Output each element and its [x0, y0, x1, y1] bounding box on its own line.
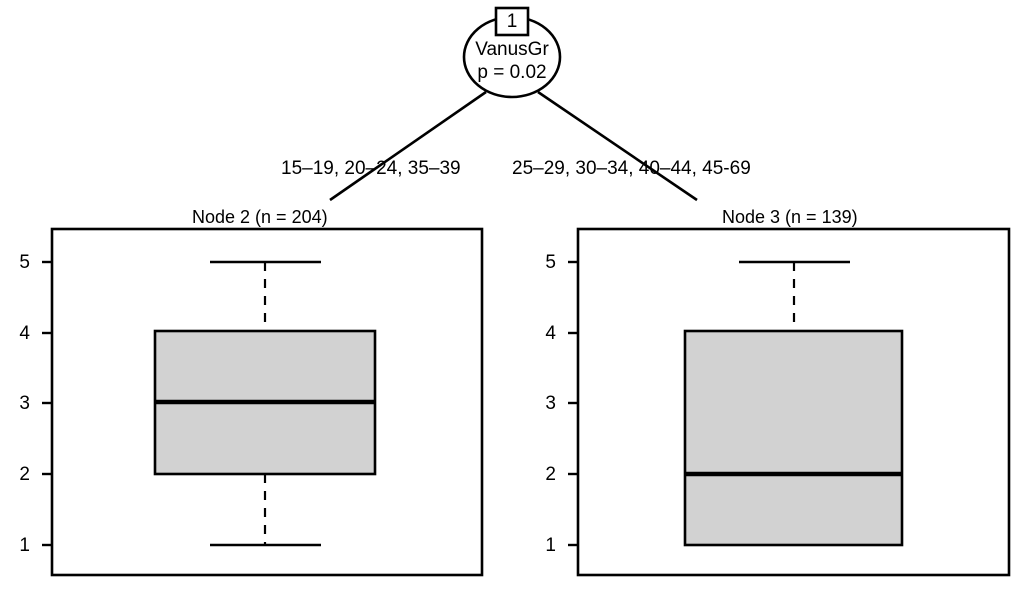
root-node-id-box [494, 6, 530, 37]
node3-axis-label-3: 3 [545, 393, 556, 414]
node3-axis-label-1: 1 [545, 535, 556, 556]
edge-label-right: 25–29, 30–34, 40–44, 45-69 [512, 158, 751, 179]
root-node-variable-label: VanusGr [475, 39, 549, 60]
node2-axis-label-1: 1 [19, 535, 30, 556]
node2-axis-label-2: 2 [19, 464, 30, 485]
edge-label-left: 15–19, 20–24, 35–39 [281, 158, 461, 179]
node3-box [683, 329, 904, 547]
node2-axis-label-5: 5 [19, 252, 30, 273]
node3-axis-label-4: 4 [545, 323, 556, 344]
node3-axis-label-5: 5 [545, 252, 556, 273]
node2-axis-label-4: 4 [19, 323, 30, 344]
node2-axis-label-3: 3 [19, 393, 30, 414]
root-node-id-label: 1 [506, 11, 518, 32]
root-node-pvalue-label: p = 0.02 [477, 62, 547, 83]
node3-panel-title: Node 3 (n = 139) [722, 207, 858, 227]
edge-left-line [329, 90, 487, 202]
edge-right-line [537, 90, 698, 202]
node2-panel-title: Node 2 (n = 204) [192, 207, 328, 227]
node3-axis-label-2: 2 [545, 464, 556, 485]
